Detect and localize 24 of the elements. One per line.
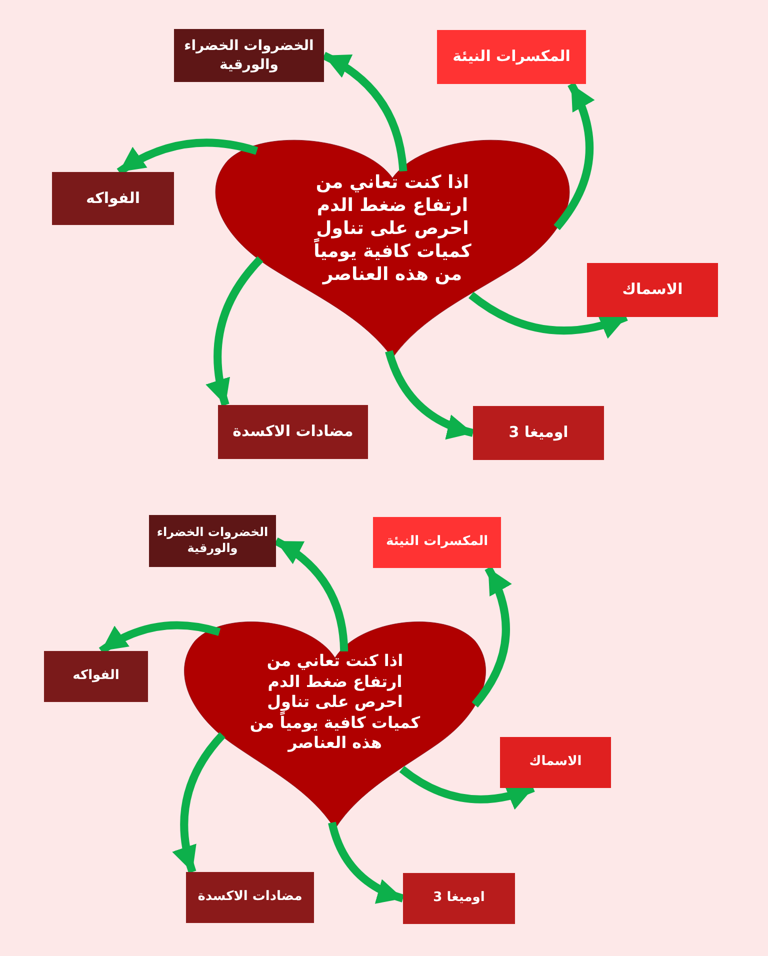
- curved-arrow: [206, 256, 264, 406]
- curved-arrow: [274, 538, 348, 652]
- food-box: الخضروات الخضراء والورقية: [149, 515, 276, 567]
- food-box: اوميغا 3: [403, 873, 515, 924]
- food-box: مضادات الاكسدة: [186, 872, 314, 923]
- curved-arrow: [399, 766, 535, 809]
- food-box: الخضروات الخضراء والورقية: [174, 29, 324, 82]
- curved-arrow: [322, 52, 408, 172]
- food-box: اوميغا 3: [473, 406, 604, 460]
- food-box: الفواكه: [44, 651, 148, 702]
- heart-text: اذا كنت تعاني من ارتفاع ضغط الدم احرص على تناول كميات كافية يومياً من هذه العناصر: [250, 651, 420, 754]
- food-box: المكسرات النيئة: [437, 30, 586, 84]
- curved-arrow: [385, 350, 474, 439]
- food-box: المكسرات النيئة: [373, 517, 501, 568]
- curved-arrow: [172, 732, 226, 874]
- curved-arrow: [472, 566, 512, 708]
- food-box: الاسماك: [587, 263, 718, 317]
- curved-arrow: [554, 82, 594, 230]
- curved-arrow: [328, 822, 404, 903]
- curved-arrow: [468, 292, 628, 338]
- food-box: الاسماك: [500, 737, 611, 788]
- food-box: مضادات الاكسدة: [218, 405, 368, 459]
- food-box: الفواكه: [52, 172, 174, 225]
- heart-text: اذا كنت تعاني من ارتفاع ضغط الدم احرص على تناول كميات كافية يومياً من هذه العناصر: [312, 171, 472, 286]
